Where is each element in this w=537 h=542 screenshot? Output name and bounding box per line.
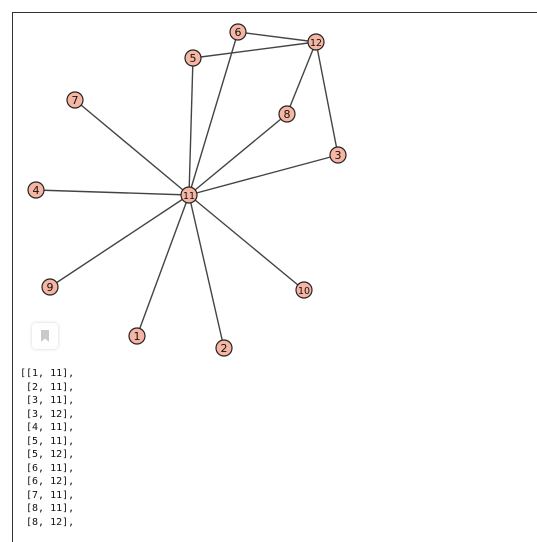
node-9: 9 — [41, 278, 59, 296]
node-circle — [27, 181, 45, 199]
node-7: 7 — [66, 91, 84, 109]
node-label: 5 — [190, 52, 197, 65]
output-line: [5, 12], — [20, 449, 75, 460]
edge-1-11 — [136, 194, 190, 337]
edge-6-12 — [237, 31, 317, 43]
node-circle — [229, 23, 247, 41]
edge-5-11 — [188, 57, 194, 196]
output-line: [8, 12], — [20, 516, 75, 528]
node-12: 12 — [307, 33, 325, 51]
node-circle — [66, 91, 84, 109]
node-circle — [278, 105, 296, 123]
edge-10-11 — [188, 194, 305, 291]
output-text: [[1, 11], [2, 11], [3, 11], [3, 12], [4,… — [20, 367, 74, 529]
output-line: [4, 11], — [20, 422, 75, 433]
node-label: 6 — [235, 26, 242, 39]
node-circle — [215, 339, 233, 357]
node-10: 10 — [295, 281, 313, 299]
node-label: 7 — [72, 94, 79, 107]
node-4: 4 — [27, 181, 45, 199]
node-label: 1 — [134, 330, 141, 343]
edge-6-11 — [188, 31, 239, 196]
node-6: 6 — [229, 23, 247, 41]
node-label: 9 — [47, 281, 54, 294]
node-circle — [41, 278, 59, 296]
output-line: [5, 11], — [20, 435, 75, 447]
node-2: 2 — [215, 339, 233, 357]
edge-5-12 — [192, 41, 317, 59]
node-label: 8 — [284, 108, 291, 121]
edge-9-11 — [49, 194, 190, 288]
output-line: [8, 11], — [20, 503, 75, 514]
notebook-output-cell — [12, 12, 537, 542]
node-circle — [184, 49, 202, 67]
edge-7-11 — [74, 99, 190, 196]
node-5: 5 — [184, 49, 202, 67]
output-line: [[1, 11], — [20, 368, 75, 379]
edges-layer — [35, 31, 339, 349]
node-label: 4 — [33, 184, 40, 197]
output-line: [6, 11], — [20, 462, 75, 474]
edge-3-11 — [188, 154, 339, 196]
node-circle — [307, 33, 325, 51]
node-1: 1 — [128, 327, 146, 345]
edge-3-12 — [315, 41, 339, 156]
node-3: 3 — [329, 146, 347, 164]
bookmark-icon — [41, 330, 49, 342]
bookmark-button[interactable] — [32, 323, 58, 349]
node-circle — [180, 186, 198, 204]
node-11: 11 — [180, 186, 198, 204]
edge-2-11 — [188, 194, 225, 349]
edge-4-11 — [35, 189, 190, 196]
node-label: 10 — [298, 286, 310, 297]
node-circle — [128, 327, 146, 345]
edge-8-12 — [286, 41, 317, 115]
node-8: 8 — [278, 105, 296, 123]
output-line: [6, 12], — [20, 476, 75, 487]
output-line: [3, 12], — [20, 408, 75, 420]
node-label: 2 — [221, 342, 228, 355]
node-circle — [329, 146, 347, 164]
node-label: 3 — [335, 149, 342, 162]
output-line: [7, 11], — [20, 489, 75, 501]
output-line: [3, 11], — [20, 395, 75, 406]
node-label: 12 — [310, 38, 322, 49]
node-label: 11 — [183, 191, 195, 202]
edge-8-11 — [188, 113, 288, 196]
node-circle — [295, 281, 313, 299]
output-line: [2, 11], — [20, 381, 75, 393]
